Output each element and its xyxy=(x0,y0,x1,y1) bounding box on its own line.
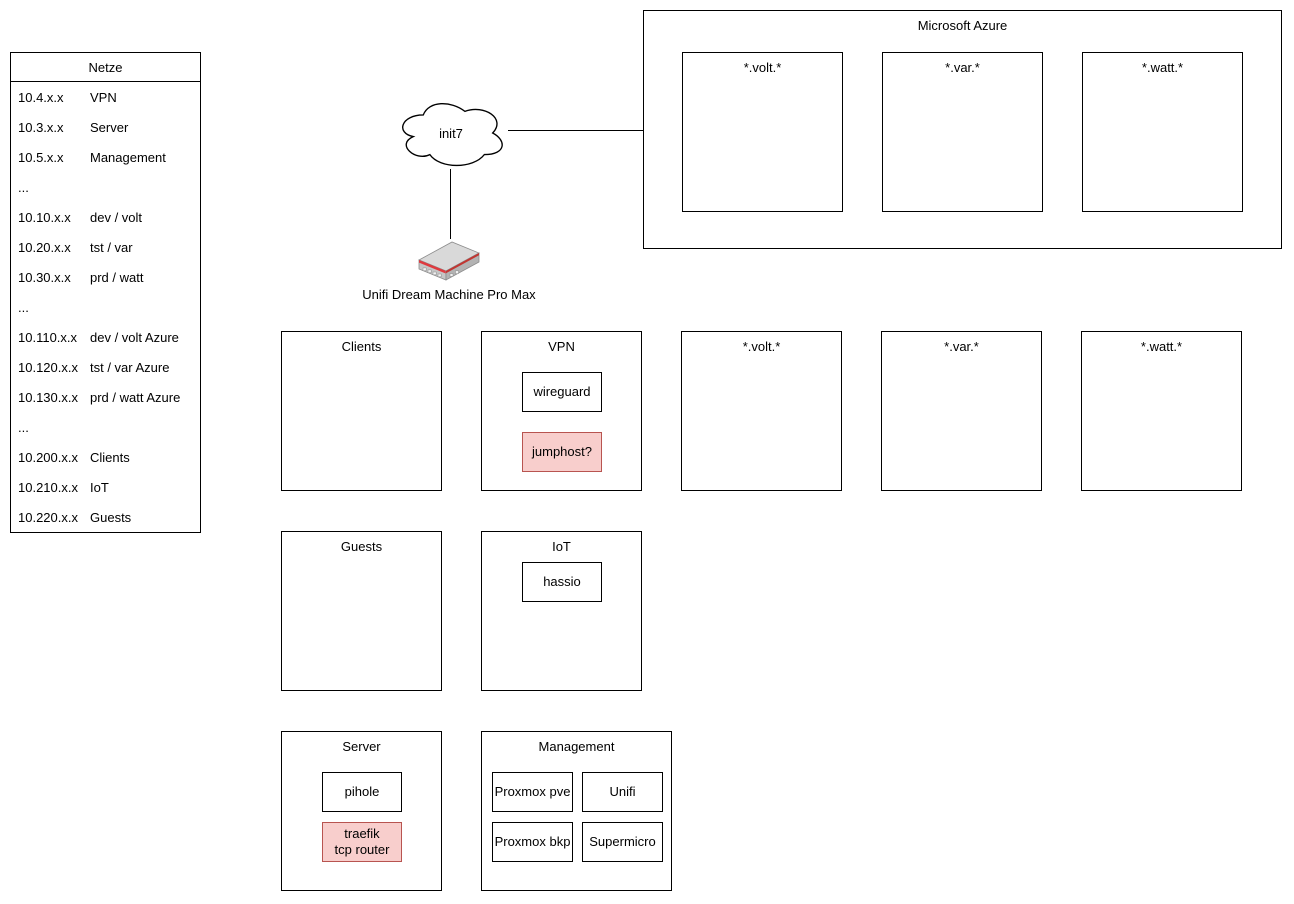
node-wireguard: wireguard xyxy=(522,372,602,412)
network-ip: 10.210.x.x xyxy=(18,479,78,495)
node-unifi: Unifi xyxy=(582,772,663,812)
table-row: 10.10.x.x dev / volt xyxy=(11,202,200,232)
network-ip: 10.10.x.x xyxy=(18,209,71,225)
node-hassio: hassio xyxy=(522,562,602,602)
network-name: prd / watt Azure xyxy=(90,389,181,405)
network-name: IoT xyxy=(90,479,109,495)
cloud-to-azure-connector-line xyxy=(508,130,643,131)
network-name: Server xyxy=(90,119,129,135)
table-row: 10.110.x.x dev / volt Azure xyxy=(11,322,200,352)
zone-volt: *.volt.* xyxy=(681,331,842,491)
router-icon xyxy=(418,241,480,281)
azure-subnet-volt-label: *.volt.* xyxy=(743,60,782,75)
network-ip: 10.200.x.x xyxy=(18,449,78,465)
network-ip: 10.3.x.x xyxy=(18,119,64,135)
table-row: 10.200.x.x Clients xyxy=(11,442,200,472)
network-ip: 10.120.x.x xyxy=(18,359,78,375)
cloud-to-router-connector-line xyxy=(450,169,451,239)
zone-vpn-label: VPN xyxy=(548,339,575,354)
node-proxmox-pve: Proxmox pve xyxy=(492,772,573,812)
table-row: ... xyxy=(11,412,200,442)
node-proxmox-bkp: Proxmox bkp xyxy=(492,822,573,862)
table-row: 10.5.x.x Management xyxy=(11,142,200,172)
network-ip: ... xyxy=(18,179,29,195)
network-ip: 10.130.x.x xyxy=(18,389,78,405)
zone-iot-label: IoT xyxy=(552,539,571,554)
network-name: prd / watt xyxy=(90,269,144,285)
zone-volt-label: *.volt.* xyxy=(742,339,781,354)
zone-server: Server pihole traefik tcp router xyxy=(281,731,442,891)
router-label: Unifi Dream Machine Pro Max xyxy=(362,287,536,302)
network-ip: 10.30.x.x xyxy=(18,269,71,285)
network-name: tst / var xyxy=(90,239,133,255)
zone-guests-label: Guests xyxy=(340,539,383,554)
network-name: Management xyxy=(90,149,166,165)
zone-var-label: *.var.* xyxy=(944,339,979,354)
zone-watt: *.watt.* xyxy=(1081,331,1242,491)
network-ip: 10.5.x.x xyxy=(18,149,64,165)
network-name: dev / volt xyxy=(90,209,143,225)
table-row: 10.120.x.x tst / var Azure xyxy=(11,352,200,382)
zone-var: *.var.* xyxy=(881,331,1042,491)
azure-title: Microsoft Azure xyxy=(917,18,1008,33)
netze-table-title: Netze xyxy=(11,53,200,82)
netze-table: Netze 10.4.x.x VPN 10.3.x.x Server 10.5.… xyxy=(10,52,201,533)
network-name: Clients xyxy=(90,449,130,465)
zone-clients: Clients xyxy=(281,331,442,491)
network-ip: 10.220.x.x xyxy=(18,509,78,525)
zone-clients-label: Clients xyxy=(341,339,382,354)
node-traefik-tcp-router: traefik tcp router xyxy=(322,822,402,862)
azure-container: Microsoft Azure *.volt.* *.var.* *.watt.… xyxy=(643,10,1282,249)
table-row: ... xyxy=(11,292,200,322)
azure-subnet-var: *.var.* xyxy=(882,52,1043,212)
network-name: tst / var Azure xyxy=(90,359,170,375)
zone-guests: Guests xyxy=(281,531,442,691)
cloud-icon xyxy=(402,103,503,166)
zone-server-label: Server xyxy=(342,739,381,754)
zone-iot: IoT hassio xyxy=(481,531,642,691)
node-supermicro: Supermicro xyxy=(582,822,663,862)
network-ip: 10.110.x.x xyxy=(18,329,78,345)
network-name: Guests xyxy=(90,509,132,525)
network-name: VPN xyxy=(90,89,117,105)
table-row: 10.4.x.x VPN xyxy=(11,82,200,112)
table-row: 10.220.x.x Guests xyxy=(11,502,200,532)
netze-table-rows: 10.4.x.x VPN 10.3.x.x Server 10.5.x.x Ma… xyxy=(11,82,200,532)
internet-cloud-label: init7 xyxy=(439,125,463,141)
zone-vpn: VPN wireguard jumphost? xyxy=(481,331,642,491)
table-row: ... xyxy=(11,172,200,202)
network-ip: ... xyxy=(18,419,29,435)
table-row: 10.30.x.x prd / watt xyxy=(11,262,200,292)
zone-management: Management Proxmox pve Unifi Proxmox bkp… xyxy=(481,731,672,891)
zone-watt-label: *.watt.* xyxy=(1140,339,1183,354)
table-row: 10.20.x.x tst / var xyxy=(11,232,200,262)
azure-subnet-var-label: *.var.* xyxy=(945,60,980,75)
network-ip: 10.4.x.x xyxy=(18,89,64,105)
node-pihole: pihole xyxy=(322,772,402,812)
internet-cloud: init7 xyxy=(394,96,508,170)
table-row: 10.130.x.x prd / watt Azure xyxy=(11,382,200,412)
network-ip: ... xyxy=(18,299,29,315)
network-ip: 10.20.x.x xyxy=(18,239,71,255)
table-row: 10.210.x.x IoT xyxy=(11,472,200,502)
network-name: dev / volt Azure xyxy=(90,329,179,345)
table-row: 10.3.x.x Server xyxy=(11,112,200,142)
zone-management-label: Management xyxy=(538,739,615,754)
azure-subnet-watt: *.watt.* xyxy=(1082,52,1243,212)
node-jumphost: jumphost? xyxy=(522,432,602,472)
azure-subnet-watt-label: *.watt.* xyxy=(1141,60,1184,75)
azure-subnet-volt: *.volt.* xyxy=(682,52,843,212)
